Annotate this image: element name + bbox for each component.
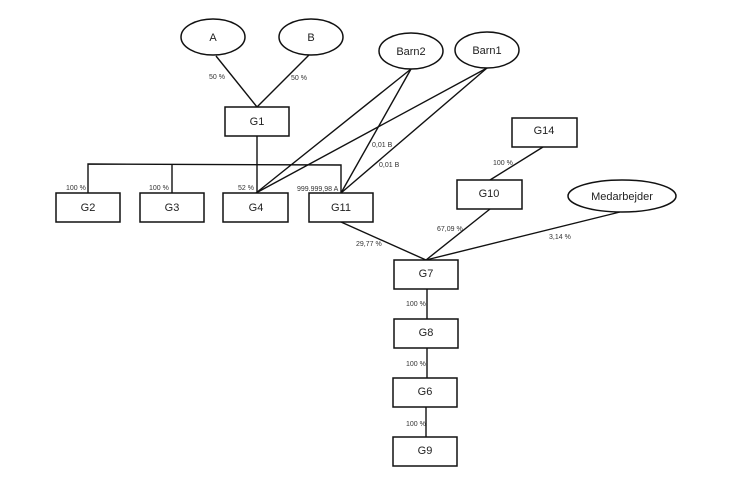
node-g2-shape [55,192,121,223]
node-g11: G11 [308,192,374,223]
node-barn2: Barn2 [378,32,444,70]
edge-barn1-g4 [255,67,488,194]
edge-label-medarbejder-g7: 3,14 % [549,234,571,241]
node-g10-label: G10 [479,188,500,200]
node-g3-label: G3 [165,202,180,214]
edge-label-g1-g11: 999.999,98 A [297,186,339,193]
node-g14-shape [511,117,578,148]
edge-label-b-g1: 50 % [291,75,307,82]
node-g7-label: G7 [419,268,434,280]
node-g7-shape [393,259,459,290]
node-barn1-label: Barn1 [472,45,501,57]
node-barn1: Barn1 [454,31,520,69]
node-g1: G1 [224,106,290,137]
node-g9: G9 [392,436,458,467]
edge-g10-g7 [425,208,491,261]
node-a: A [180,18,246,56]
edge-label-barn2-g11: 0,01 B [372,142,393,149]
edge-label-g1-g2: 100 % [66,185,86,192]
node-medarbejder-shape [567,179,677,213]
edge-label-g6-g9: 100 % [406,421,426,428]
node-g1-shape [224,106,290,137]
edge-label-g8-g6: 100 % [406,361,426,368]
edge-barn2-g4 [255,68,412,194]
node-g4-shape [222,192,289,223]
node-barn2-label: Barn2 [396,46,425,58]
node-g11-shape [308,192,374,223]
edge-label-a-g1: 50 % [209,74,225,81]
node-g8-shape [393,318,459,349]
node-g3-shape [139,192,205,223]
edges [87,54,621,437]
node-g10-shape [456,179,523,210]
node-a-shape [180,18,246,56]
edge-a-g1 [215,55,258,108]
node-barn2-shape [378,32,444,70]
node-g6-shape [392,377,458,408]
node-b-label: B [307,32,314,44]
node-g14: G14 [511,117,578,148]
edge-g11-g7 [340,221,427,261]
edge-barn2-g11 [340,68,412,194]
node-g2: G2 [55,192,121,223]
edge-barn1-g11 [340,67,488,194]
node-g11-label: G11 [331,202,351,214]
node-g8: G8 [393,318,459,349]
edge-label-g7-g8: 100 % [406,301,426,308]
node-g1-label: G1 [250,116,265,128]
edge-medarbejder-g7 [425,211,621,261]
node-g6: G6 [392,377,458,408]
node-g14-label: G14 [534,125,555,137]
node-medarbejder: Medarbejder [567,179,677,213]
node-g3: G3 [139,192,205,223]
node-a-label: A [209,32,217,44]
edge-labels: 50 % 50 % 0,01 B 0,01 B 100 % 100 % 52 %… [66,74,571,428]
node-g9-label: G9 [418,445,433,457]
edge-label-g10-g7: 67,09 % [437,226,463,233]
edge-label-g11-g7: 29,77 % [356,241,382,248]
node-g6-label: G6 [418,386,433,398]
node-g4: G4 [222,192,289,223]
node-g4-label: G4 [249,202,264,214]
edge-label-g1-g3: 100 % [149,185,169,192]
node-b: B [278,18,344,56]
node-barn1-shape [454,31,520,69]
node-b-shape [278,18,344,56]
edge-label-barn1-g11: 0,01 B [379,162,400,169]
edge-label-g1-g4: 52 % [238,185,254,192]
node-g8-label: G8 [419,327,434,339]
edge-label-g14-g10: 100 % [493,160,513,167]
node-g7: G7 [393,259,459,290]
edge-b-g1 [256,54,310,108]
edge-g14-g10 [489,146,544,181]
node-g10: G10 [456,179,523,210]
node-g2-label: G2 [81,202,96,214]
edge-g1-bus [87,163,342,193]
node-g9-shape [392,436,458,467]
node-medarbejder-label: Medarbejder [591,191,653,203]
